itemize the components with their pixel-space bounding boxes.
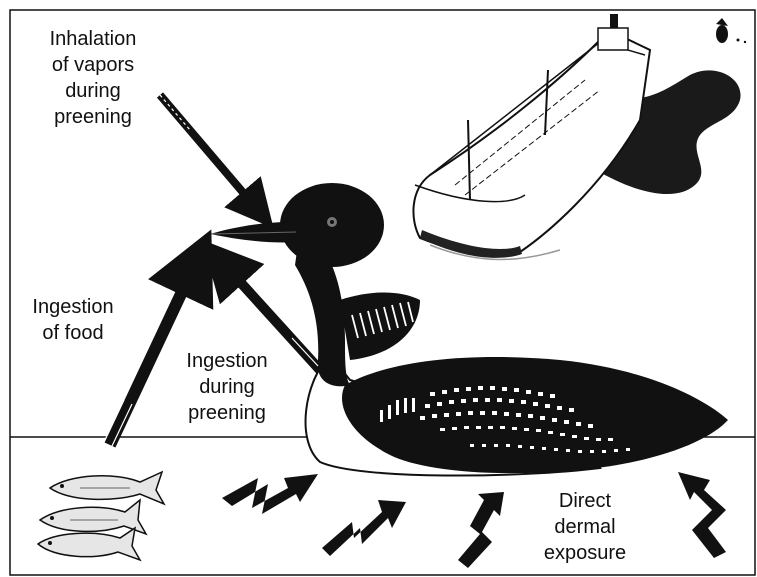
fish-icon-3 (38, 528, 140, 560)
label-inhalation-line-4: preening (28, 104, 158, 130)
label-inhalation-line-1: Inhalation (28, 26, 158, 52)
small-bird-icon (716, 18, 746, 43)
arrow-inhalation (160, 95, 258, 210)
oil-tanker-icon (413, 14, 650, 260)
wavy-arrow-icon (222, 472, 726, 568)
label-ingestion-preening: Ingestion during preening (172, 348, 282, 426)
fish-icon (50, 472, 164, 504)
fish-icon-2 (40, 500, 146, 534)
label-inhalation-line-2: of vapors (28, 52, 158, 78)
label-preening-line-3: preening (172, 400, 282, 426)
label-preening-line-1: Ingestion (172, 348, 282, 374)
label-inhalation-line-3: during (28, 78, 158, 104)
label-direct-dermal: Direct dermal exposure (530, 488, 640, 566)
label-dermal-line-1: Direct (530, 488, 640, 514)
label-dermal-line-3: exposure (530, 540, 640, 566)
label-dermal-line-2: dermal (530, 514, 640, 540)
label-inhalation: Inhalation of vapors during preening (28, 26, 158, 130)
label-preening-line-2: during (172, 374, 282, 400)
label-food-line-2: of food (18, 320, 128, 346)
label-food-line-1: Ingestion (18, 294, 128, 320)
label-ingestion-food: Ingestion of food (18, 294, 128, 346)
